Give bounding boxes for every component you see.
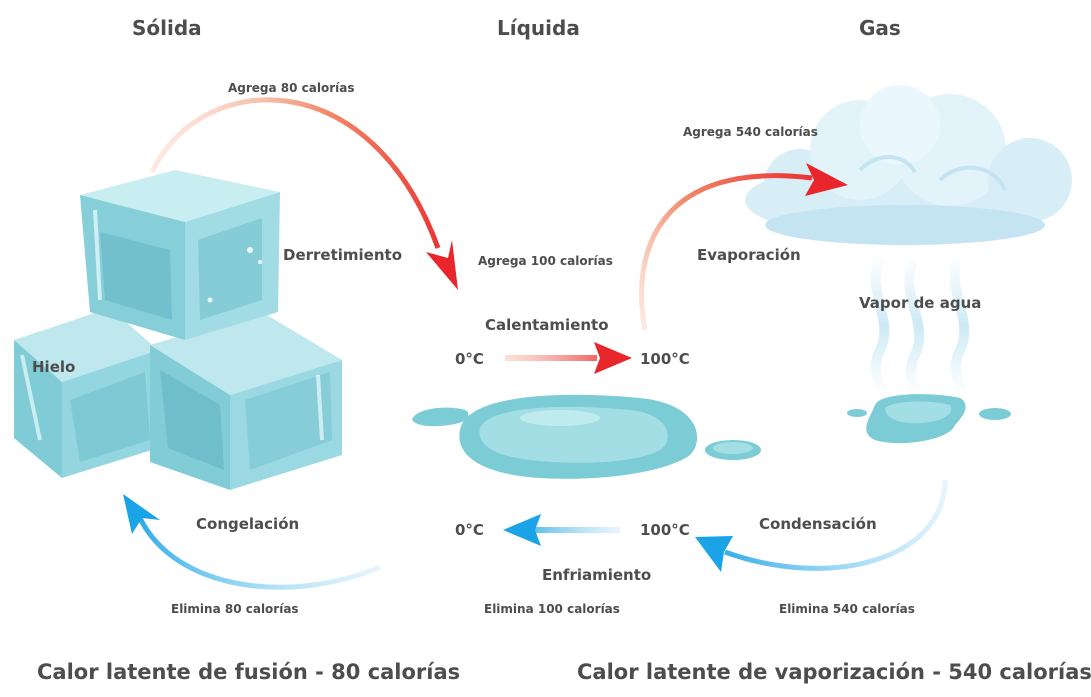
steam-illustration [870, 253, 970, 400]
header-liquid: Líquida [497, 16, 580, 40]
small-puddle-illustration [847, 394, 1011, 444]
water-puddle-illustration [412, 394, 761, 479]
melting-label: Derretimiento [283, 246, 403, 264]
heating-arrow [505, 342, 632, 374]
ice-cube-left [14, 308, 158, 478]
ice-cube-top [80, 170, 280, 340]
header-gas: Gas [859, 16, 901, 40]
cooling-label: Enfriamiento [542, 566, 652, 584]
melting-arrow [149, 97, 458, 290]
condensation-arrow [695, 479, 948, 572]
ice-label: Hielo [32, 358, 76, 376]
heat-end-temp: 100°C [640, 350, 690, 368]
footer-vaporization: Calor latente de vaporización - 540 calo… [577, 660, 1091, 684]
remove-540-label: Elimina 540 calorías [779, 602, 915, 616]
ice-cube-right [150, 312, 342, 490]
ice-cubes-illustration [14, 170, 342, 490]
header-solid: Sólida [132, 16, 202, 40]
vapor-label: Vapor de agua [859, 294, 982, 312]
remove-100-label: Elimina 100 calorías [484, 602, 620, 616]
freezing-label: Congelación [196, 515, 300, 533]
heat-start-temp: 0°C [455, 350, 484, 368]
evaporation-label: Evaporación [697, 246, 801, 264]
evaporation-arrow [639, 163, 848, 331]
cool-end-temp: 0°C [455, 521, 484, 539]
add-100-label: Agrega 100 calorías [478, 254, 613, 268]
condensation-label: Condensación [759, 515, 877, 533]
footer-fusion: Calor latente de fusión - 80 calorías [37, 660, 461, 684]
cloud-illustration [745, 85, 1072, 245]
cooling-arrow [503, 514, 620, 546]
freezing-arrow [123, 494, 381, 590]
cool-start-temp: 100°C [640, 521, 690, 539]
remove-80-label: Elimina 80 calorías [171, 602, 299, 616]
add-80-label: Agrega 80 calorías [228, 81, 355, 95]
add-540-label: Agrega 540 calorías [683, 125, 818, 139]
heating-label: Calentamiento [485, 316, 609, 334]
